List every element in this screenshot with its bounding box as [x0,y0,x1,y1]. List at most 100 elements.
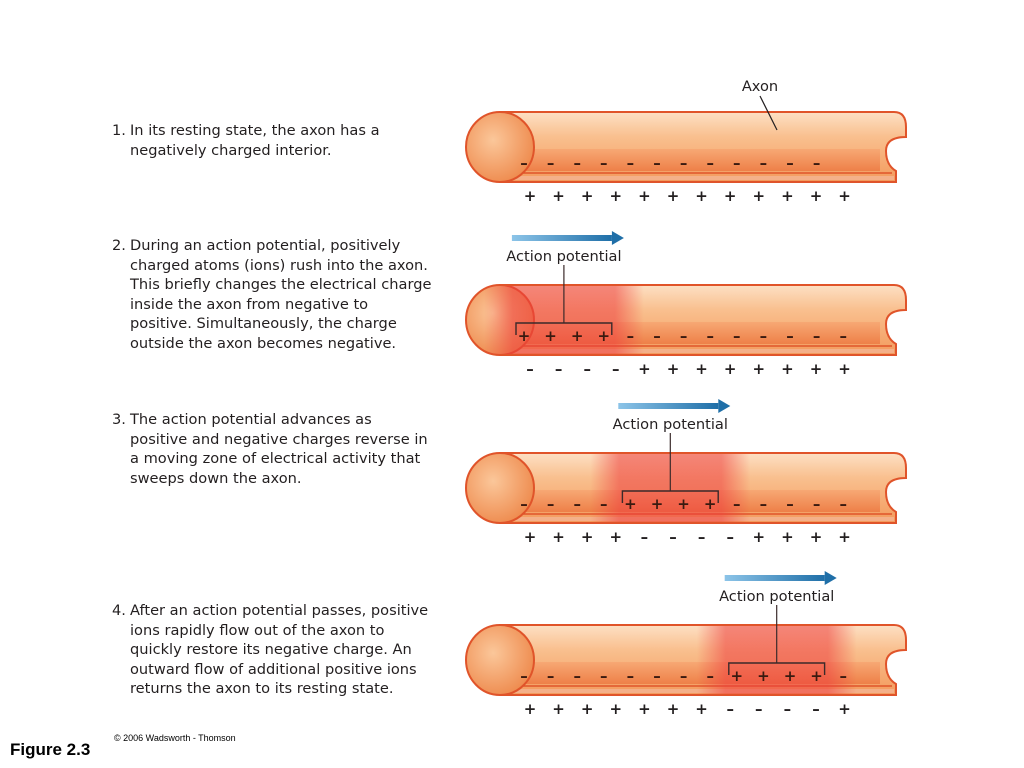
inside-positive-charge: + [544,327,557,345]
step-number: 3. [112,411,126,428]
inside-negative-charge: – [520,154,528,172]
inside-negative-charge: – [839,327,847,345]
inside-negative-charge: – [786,495,794,513]
inside-negative-charge: – [680,667,688,685]
outside-positive-charge: + [838,700,851,718]
outside-positive-charge: + [753,187,766,205]
inside-negative-charge: – [813,327,821,345]
inside-negative-charge: – [600,495,608,513]
outside-negative-charge: – [726,700,734,718]
inside-negative-charge: – [547,495,555,513]
outside-positive-charge: + [524,187,537,205]
inside-positive-charge: + [518,327,531,345]
inside-negative-charge: – [786,154,794,172]
axon-interior [500,149,880,171]
step-text: After an action potential passes, positi… [130,602,429,698]
inside-negative-charge: – [627,667,635,685]
outside-positive-charge: + [838,187,851,205]
inside-negative-charge: – [706,667,714,685]
step-number: 1. [112,122,126,139]
inside-positive-charge: + [784,667,797,685]
axon-end-cap [465,624,535,696]
direction-arrow-head [718,399,731,413]
outside-positive-charge: + [610,187,623,205]
outside-negative-charge: – [612,360,620,378]
copyright-note: © 2006 Wadsworth - Thomson [114,733,236,743]
action-potential-label: Action potential [613,416,728,433]
step-text: In its resting state, the axon has a neg… [130,122,380,159]
inside-negative-charge: – [786,327,794,345]
outside-positive-charge: + [724,360,737,378]
outside-negative-charge: – [784,700,792,718]
outside-positive-charge: + [695,360,708,378]
inside-negative-charge: – [627,154,635,172]
outside-positive-charge: + [810,528,823,546]
axon-panel-3: Action potential––––++++–––––++++––––+++… [465,399,907,546]
outside-negative-charge: – [555,360,563,378]
inside-negative-charge: – [706,327,714,345]
outside-negative-charge: – [669,528,677,546]
inside-negative-charge: – [839,667,847,685]
outside-positive-charge: + [667,700,680,718]
inside-positive-charge: + [677,495,690,513]
inside-negative-charge: – [547,667,555,685]
outside-positive-charge: + [552,700,565,718]
inside-negative-charge: – [733,495,741,513]
inside-positive-charge: + [571,327,584,345]
step-number: 4. [112,602,126,619]
inside-positive-charge: + [651,495,664,513]
outside-positive-charge: + [781,528,794,546]
step-text: During an action potential, positively c… [130,237,432,352]
outside-positive-charge: + [581,187,594,205]
outside-positive-charge: + [610,528,623,546]
direction-arrow-head [611,231,624,245]
axon-end-cap [465,111,535,183]
outside-negative-charge: – [583,360,591,378]
step-4: 4. After an action potential passes, pos… [112,601,432,699]
inside-negative-charge: – [813,154,821,172]
outside-positive-charge: + [581,700,594,718]
inside-negative-charge: – [573,154,581,172]
inside-negative-charge: – [680,327,688,345]
inside-positive-charge: + [757,667,770,685]
inside-negative-charge: – [627,327,635,345]
inside-negative-charge: – [573,495,581,513]
outside-positive-charge: + [724,187,737,205]
outside-positive-charge: + [524,528,537,546]
outside-positive-charge: + [781,360,794,378]
direction-arrow-shaft [618,403,719,409]
outside-positive-charge: + [581,528,594,546]
inside-negative-charge: – [733,327,741,345]
inside-positive-charge: + [598,327,611,345]
outside-positive-charge: + [810,187,823,205]
axon-panel-2: Action potential++++–––––––––––––+++++++… [465,231,907,378]
outside-positive-charge: + [610,700,623,718]
outside-positive-charge: + [695,700,708,718]
outside-positive-charge: + [638,360,651,378]
inside-negative-charge: – [680,154,688,172]
action-potential-label: Action potential [719,588,834,605]
outside-positive-charge: + [667,360,680,378]
inside-negative-charge: – [839,495,847,513]
direction-arrow-shaft [724,575,825,581]
outside-negative-charge: – [698,528,706,546]
inside-negative-charge: – [520,495,528,513]
figure-label: Figure 2.3 [10,740,91,759]
axon-tube [499,111,907,183]
inside-negative-charge: – [600,667,608,685]
outside-positive-charge: + [695,187,708,205]
outside-positive-charge: + [552,187,565,205]
inside-negative-charge: – [760,154,768,172]
inside-negative-charge: – [706,154,714,172]
inside-positive-charge: + [704,495,717,513]
direction-arrow-shaft [511,235,612,241]
outside-positive-charge: + [781,187,794,205]
inside-negative-charge: – [653,327,661,345]
inside-positive-charge: + [810,667,823,685]
outside-positive-charge: + [838,528,851,546]
outside-negative-charge: – [641,528,649,546]
inside-negative-charge: – [520,667,528,685]
step-2: 2. During an action potential, positivel… [112,236,432,354]
inside-negative-charge: – [573,667,581,685]
axon-end-cap [465,452,535,524]
